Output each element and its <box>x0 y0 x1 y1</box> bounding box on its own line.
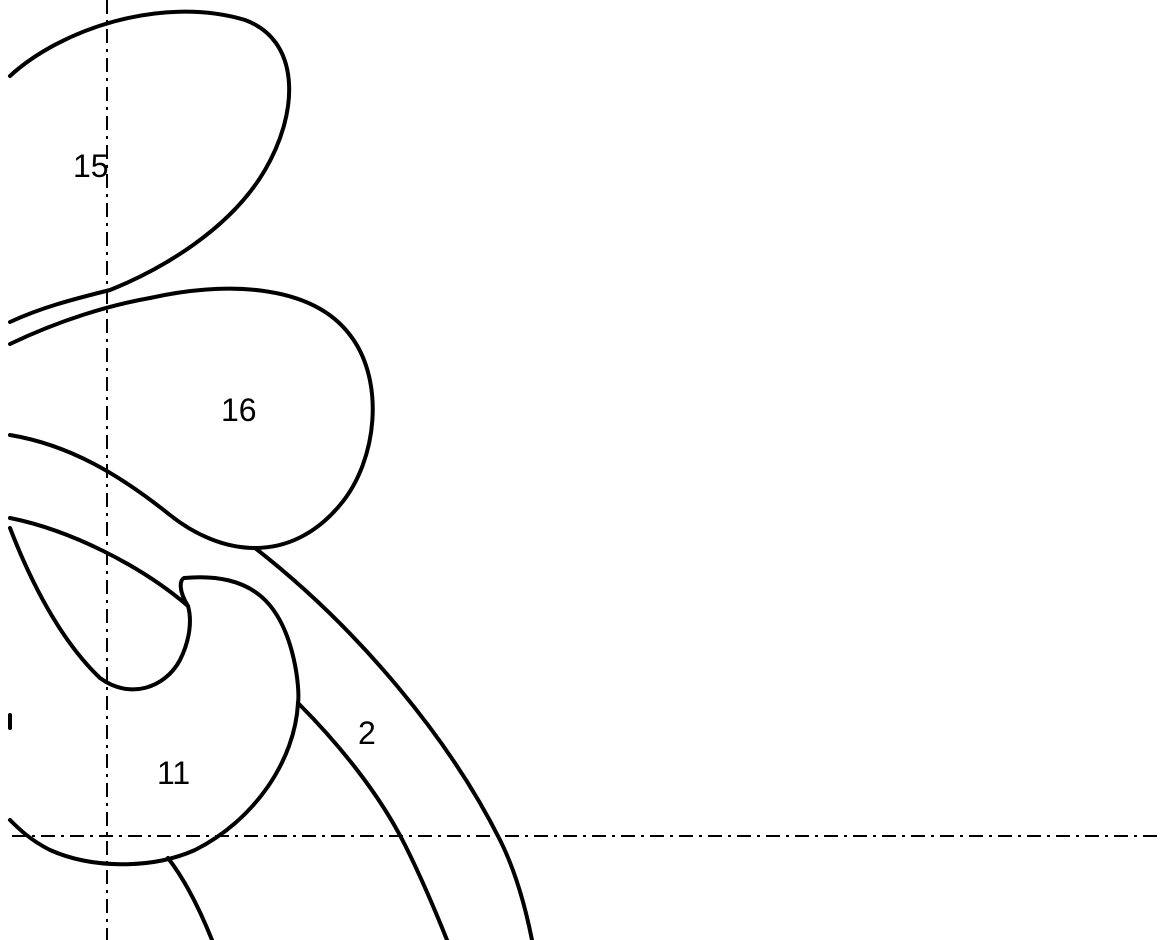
label-piece-16: 16 <box>221 392 257 428</box>
label-piece-11: 11 <box>157 755 190 791</box>
label-piece-2: 2 <box>358 715 376 751</box>
piece-11-outline <box>8 701 300 867</box>
teardrop-hook-outline <box>8 516 301 705</box>
teardrop-inner-loop <box>8 526 192 692</box>
piece-11-lower-strip <box>166 856 214 940</box>
piece-2-inner-edge <box>296 701 449 940</box>
label-piece-15: 15 <box>73 148 109 184</box>
piece-15-lower-stem <box>8 296 152 346</box>
piece-2-outer-edge <box>253 546 534 940</box>
piece-16-outline <box>8 286 375 550</box>
piece-15-outline <box>8 9 292 324</box>
